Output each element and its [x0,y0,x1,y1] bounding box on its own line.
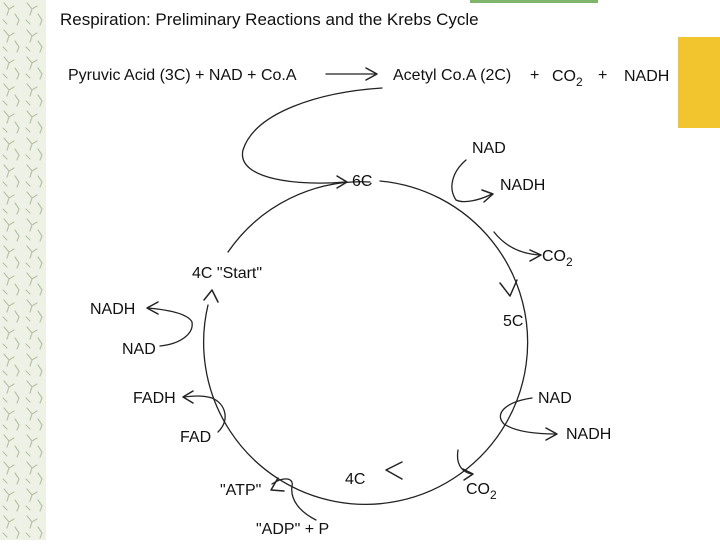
equation-nadh: NADH [624,68,669,85]
nad-to-nadh-left-head [146,301,159,315]
label-fadh: FADH [133,390,176,407]
co2-right-head [529,249,542,262]
equation-arrow-head [365,67,378,81]
fad-to-fadh-head [182,390,194,404]
co2-bottom-arrow [456,449,473,475]
nad-to-nadh-right-head [545,427,558,441]
co2-bottom-head [462,468,474,481]
label-5c: 5C [503,313,523,330]
label-nad-left: NAD [122,341,156,358]
label-nad-right: NAD [538,390,572,407]
nad-to-nadh-right-arrow [499,397,557,435]
adp-to-atp-head [270,477,285,492]
cycle-arc-top-left [227,181,371,253]
co2-right-arrow [493,231,541,256]
cycle-arrow-to-5c [499,279,518,297]
fad-to-fadh-arrow [183,395,226,433]
label-co2-right: CO2 [542,248,573,269]
label-nadh-top: NADH [500,177,545,194]
nad-to-nadh-top-head [481,189,494,203]
nad-to-nadh-top-arrow [451,159,493,203]
equation-plus-2: + [598,67,607,84]
label-adp: "ADP" + P [256,521,329,538]
label-fad: FAD [180,429,211,446]
cycle-arc-main [203,180,529,506]
label-nadh-right: NADH [566,426,611,443]
adp-to-atp-arrow [271,478,317,521]
label-4c: 4C [345,471,365,488]
label-nadh-left: NADH [90,301,135,318]
label-co2-bottom: CO2 [466,481,497,502]
cycle-arrow-to-4c [385,461,403,480]
strip-pattern [0,0,46,540]
label-start: 4C "Start" [192,265,262,282]
top-rule [470,0,598,3]
nad-to-nadh-left-arrow [147,307,193,347]
equation-product: Acetyl Co.A (2C) [393,67,511,84]
equation-plus-1: + [530,67,539,84]
equation-reactants: Pyruvic Acid (3C) + NAD + Co.A [68,67,297,84]
decorative-side-strip [0,0,46,540]
acetyl-coa-entry-arrow [242,87,383,184]
accent-block [678,37,720,128]
label-atp: "ATP" [220,482,261,499]
equation-co2: CO2 [552,68,583,89]
label-6c: 6C [352,173,372,190]
label-nad-top: NAD [472,140,506,157]
page-title: Respiration: Preliminary Reactions and t… [60,10,479,29]
cycle-arrow-to-start [203,289,219,303]
